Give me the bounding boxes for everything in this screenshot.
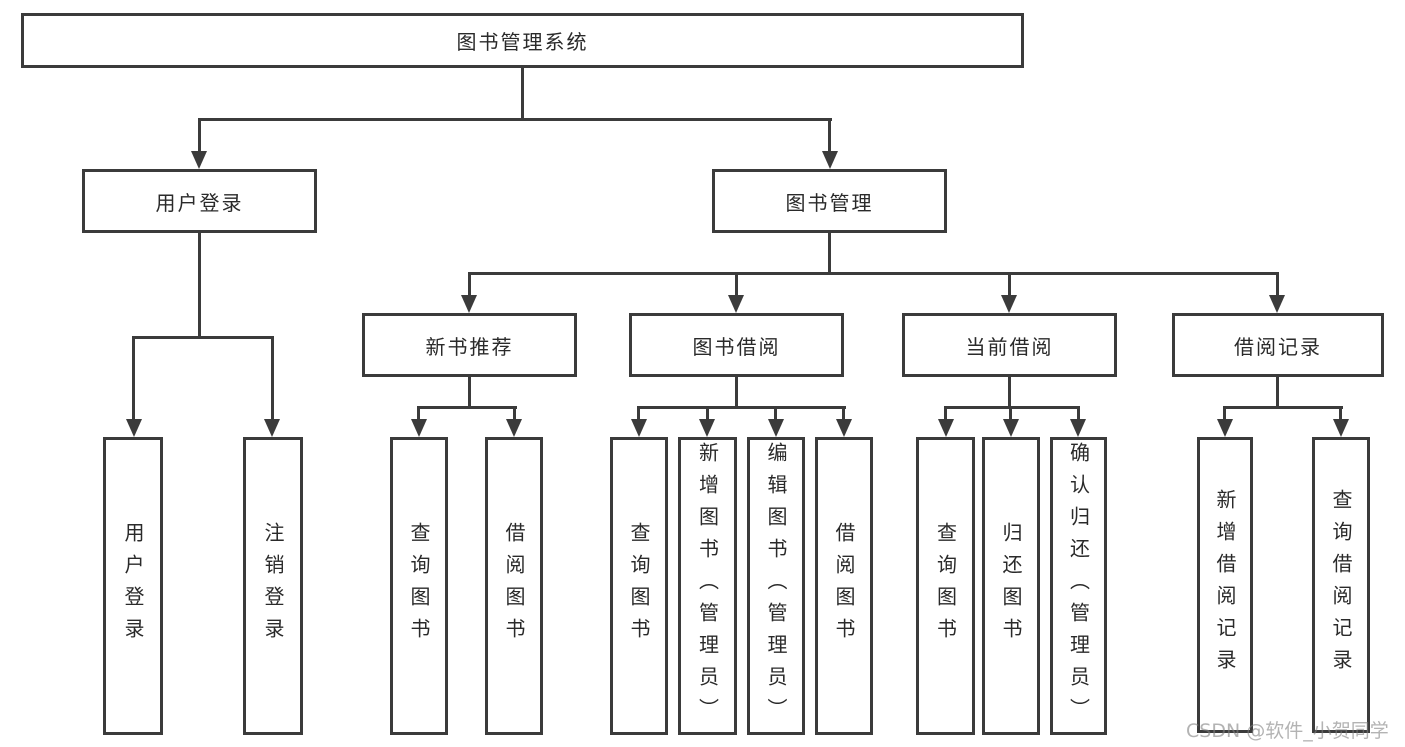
connector-line — [132, 336, 135, 422]
connector-line — [198, 233, 201, 339]
connector-line — [944, 406, 947, 422]
connector-line — [468, 272, 471, 298]
node-user-login: 用户登录 — [82, 169, 317, 233]
arrow-down-icon — [126, 419, 142, 437]
connector-line — [735, 272, 738, 298]
connector-line — [513, 406, 516, 422]
leaf-query-books: 查询图书 — [390, 437, 448, 735]
connector-line — [417, 406, 420, 422]
leaf-label: 归还图书 — [999, 522, 1023, 650]
arrow-down-icon — [768, 419, 784, 437]
leaf-query-borrow-record: 查询借阅记录 — [1312, 437, 1370, 733]
connector-line — [944, 406, 1080, 409]
connector-line — [1223, 406, 1226, 422]
node-current-borrowing: 当前借阅 — [902, 313, 1117, 377]
connector-line — [842, 406, 845, 422]
leaf-label: 注销登录 — [261, 522, 285, 650]
connector-line — [1223, 406, 1343, 409]
connector-line — [198, 118, 201, 153]
leaf-label: 查询图书 — [407, 522, 431, 650]
watermark: CSDN @软件_小贺同学 — [1186, 720, 1389, 742]
arrow-down-icon — [1333, 419, 1349, 437]
connector-line — [521, 68, 524, 121]
node-book-borrowing: 图书借阅 — [629, 313, 844, 377]
leaf-user-login: 用户登录 — [103, 437, 163, 735]
connector-line — [417, 406, 517, 409]
connector-line — [774, 406, 777, 422]
connector-line — [828, 118, 831, 153]
arrow-down-icon — [191, 151, 207, 169]
leaf-add-books-admin: 新增图书（管理员） — [678, 437, 737, 735]
node-label: 新书推荐 — [425, 334, 514, 359]
arrow-down-icon — [506, 419, 522, 437]
connector-line — [706, 406, 709, 422]
arrow-down-icon — [836, 419, 852, 437]
leaf-label: 借阅图书 — [832, 522, 856, 650]
arrow-down-icon — [264, 419, 280, 437]
leaf-borrow-books: 借阅图书 — [485, 437, 543, 735]
leaf-label: 新增借阅记录 — [1213, 489, 1237, 681]
leaf-label: 借阅图书 — [502, 522, 526, 650]
leaf-add-borrow-record: 新增借阅记录 — [1197, 437, 1253, 733]
connector-line — [828, 233, 831, 275]
arrow-down-icon — [1001, 295, 1017, 313]
arrow-down-icon — [1269, 295, 1285, 313]
leaf-edit-books-admin: 编辑图书（管理员） — [747, 437, 805, 735]
leaf-label: 编辑图书（管理员） — [764, 442, 788, 730]
connector-line — [1008, 377, 1011, 409]
connector-line — [1077, 406, 1080, 422]
arrow-down-icon — [822, 151, 838, 169]
node-library-management-system: 图书管理系统 — [21, 13, 1024, 68]
arrow-down-icon — [411, 419, 427, 437]
connector-line — [735, 377, 738, 409]
node-label: 当前借阅 — [965, 334, 1054, 359]
connector-line — [271, 336, 274, 422]
leaf-label: 查询借阅记录 — [1329, 489, 1353, 681]
leaf-label: 查询图书 — [933, 522, 958, 650]
leaf-borrow-books: 借阅图书 — [815, 437, 873, 735]
leaf-label: 用户登录 — [121, 522, 145, 650]
connector-line — [637, 406, 846, 409]
connector-line — [132, 336, 274, 339]
leaf-logout: 注销登录 — [243, 437, 303, 735]
leaf-label: 确认归还（管理员） — [1066, 442, 1091, 730]
arrow-down-icon — [728, 295, 744, 313]
connector-line — [1009, 406, 1012, 422]
node-label: 借阅记录 — [1234, 334, 1322, 359]
leaf-label: 查询图书 — [627, 522, 651, 650]
leaf-confirm-return-admin: 确认归还（管理员） — [1050, 437, 1107, 735]
arrow-down-icon — [1003, 419, 1019, 437]
connector-line — [1339, 406, 1342, 422]
connector-line — [1008, 272, 1011, 298]
connector-line — [198, 118, 832, 121]
arrow-down-icon — [1070, 419, 1086, 437]
leaf-return-books: 归还图书 — [982, 437, 1040, 735]
connector-line — [1276, 377, 1279, 409]
connector-line — [1276, 272, 1279, 298]
connector-line — [468, 377, 471, 409]
node-new-book-recommendation: 新书推荐 — [362, 313, 577, 377]
node-book-management: 图书管理 — [712, 169, 947, 233]
node-borrowing-records: 借阅记录 — [1172, 313, 1384, 377]
node-label: 图书管理系统 — [456, 30, 589, 54]
leaf-query-books: 查询图书 — [610, 437, 668, 735]
leaf-query-books: 查询图书 — [916, 437, 975, 735]
node-label: 图书管理 — [785, 190, 874, 215]
connector-line — [637, 406, 640, 422]
leaf-label: 新增图书（管理员） — [695, 442, 720, 730]
arrow-down-icon — [1217, 419, 1233, 437]
arrow-down-icon — [938, 419, 954, 437]
arrow-down-icon — [699, 419, 715, 437]
arrow-down-icon — [461, 295, 477, 313]
arrow-down-icon — [631, 419, 647, 437]
node-label: 图书借阅 — [692, 334, 781, 359]
node-label: 用户登录 — [155, 190, 244, 215]
connector-line — [468, 272, 1279, 275]
